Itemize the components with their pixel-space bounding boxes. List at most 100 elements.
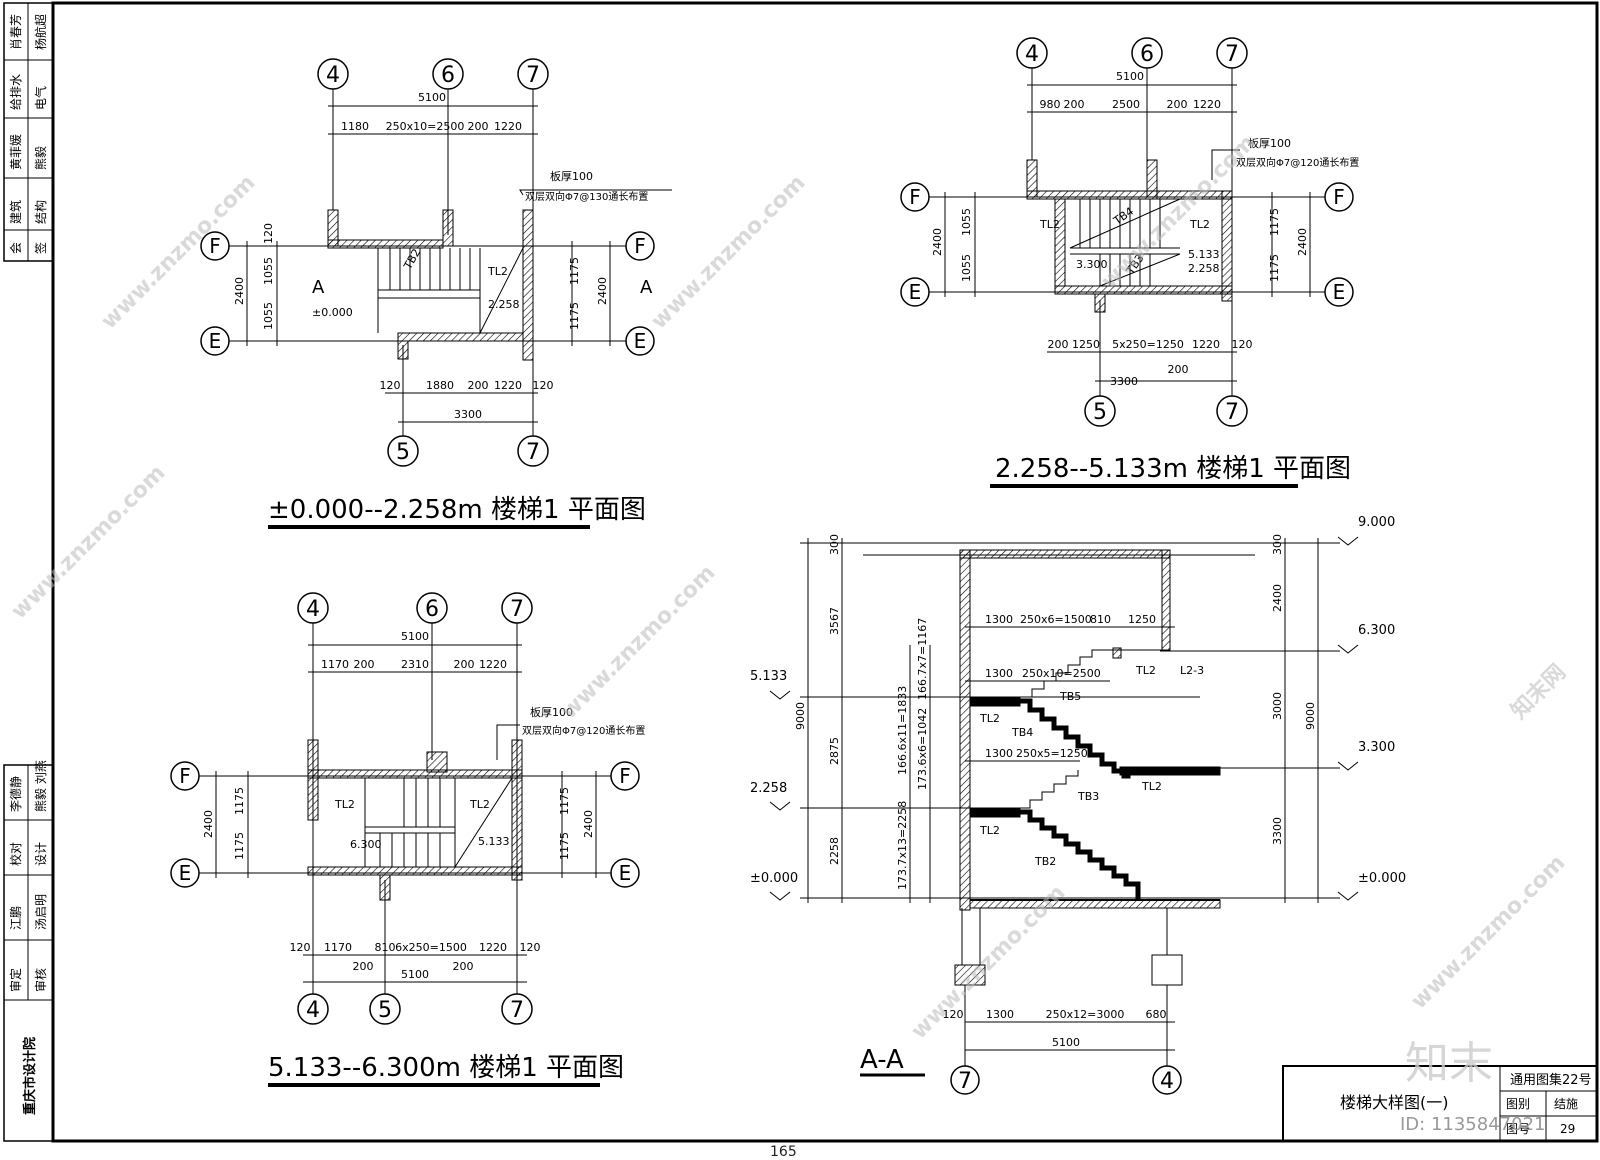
- svg-text:E: E: [1333, 280, 1346, 304]
- beam-label: TL2: [1135, 664, 1156, 677]
- dim: 120: [262, 223, 275, 244]
- dim: 9000: [1304, 702, 1317, 730]
- level-label: 6.300: [350, 838, 382, 851]
- plan-3: 4 6 7 4 5 7 F E F E: [170, 592, 645, 1087]
- dim: 200: [454, 658, 475, 671]
- dim-total: 5100: [401, 968, 429, 981]
- svg-text:7: 7: [1225, 42, 1239, 67]
- svg-text:F: F: [619, 764, 631, 788]
- dim: 1220: [1193, 98, 1221, 111]
- axis-bubble-5: 5: [1084, 395, 1116, 427]
- dim: 1220: [479, 658, 507, 671]
- sidebar-name: 江鹏: [9, 906, 23, 930]
- dim-total: 5100: [1116, 70, 1144, 83]
- slab-note: 板厚100: [550, 169, 593, 183]
- sidebar-name: 给排水: [9, 74, 23, 110]
- beam-label: TL2: [1189, 218, 1210, 231]
- sidebar-name: 建筑: [8, 200, 23, 224]
- dim: 3567: [828, 607, 841, 635]
- dim: 1175: [233, 787, 246, 815]
- dim: 120: [380, 379, 401, 392]
- dim: 200: [1048, 338, 1069, 351]
- dim: 1880: [426, 379, 454, 392]
- dim: 250x6=1500: [1020, 613, 1092, 626]
- dim: 1250: [1128, 613, 1156, 626]
- svg-text:E: E: [619, 861, 632, 885]
- svg-text:7: 7: [526, 440, 540, 465]
- svg-text:4: 4: [306, 597, 320, 622]
- svg-text:E: E: [179, 861, 192, 885]
- svg-text:5: 5: [396, 440, 410, 465]
- dim: 1175: [558, 787, 571, 815]
- level-label: 3.300: [1358, 740, 1395, 755]
- rebar-note: 双层双向Φ7@120通长布置: [1236, 156, 1359, 169]
- plan-2: 4 6 7 5 7 F E F E: [900, 37, 1359, 488]
- axis-bubble-F: F: [900, 182, 930, 212]
- watermark: www.znzmo.com: [7, 460, 171, 624]
- dim: 1250: [1072, 338, 1100, 351]
- dim: 120: [290, 941, 311, 954]
- dim: 680: [1146, 1008, 1167, 1021]
- dim: 1175: [568, 302, 581, 330]
- dim: 200: [1168, 363, 1189, 376]
- dim: 1220: [479, 941, 507, 954]
- svg-text:5: 5: [1093, 400, 1107, 425]
- stair-label: TB3: [1077, 790, 1099, 803]
- dim: 810: [1090, 613, 1111, 626]
- axis-bubble-7: 7: [1216, 395, 1248, 427]
- level-label: 5.133: [1188, 248, 1220, 261]
- dim: 2400: [582, 810, 595, 838]
- level-label: 6.300: [1358, 623, 1395, 638]
- dim: 173.7x13=2258: [896, 801, 909, 890]
- axis-bubble-F: F: [1324, 182, 1354, 212]
- axis-bubble-E: E: [610, 858, 640, 888]
- axis-bubble-4: 4: [1152, 1065, 1182, 1095]
- drawing-category: 结施: [1554, 1097, 1578, 1111]
- level-label: 2.258: [488, 298, 520, 311]
- dim: 1300: [985, 747, 1013, 760]
- watermark: www.znzmo.com: [1407, 850, 1571, 1014]
- stair-treads: [377, 247, 524, 334]
- plan-1: 4 6 7 5 7 F E F E: [200, 58, 672, 529]
- dim: 6x250=1500: [395, 941, 467, 954]
- sidebar-name: 杨航超: [33, 14, 48, 50]
- dim: 300: [828, 534, 841, 555]
- slab-note: 板厚100: [530, 705, 573, 719]
- title-block: 楼梯大样图(一) 通用图集22号 图别 结施 图号 29: [1282, 1065, 1598, 1142]
- dim: 250x10=2500: [386, 120, 465, 133]
- dim: 1175: [233, 832, 246, 860]
- dim: 2500: [1112, 98, 1140, 111]
- sheet-border: [51, 1, 1599, 1143]
- sidebar-name: 结构: [33, 200, 48, 224]
- level-label: ±0.000: [1358, 871, 1406, 886]
- axis-bubble-4: 4: [297, 592, 329, 624]
- dim: 120: [943, 1008, 964, 1021]
- sidebar-name: 李德静: [8, 776, 23, 812]
- dim: 1175: [558, 832, 571, 860]
- plan-title: ±0.000--2.258m 楼梯1 平面图: [268, 495, 646, 525]
- dim: 1300: [985, 613, 1013, 626]
- level-label: 2.258: [750, 781, 787, 796]
- svg-text:E: E: [634, 329, 647, 353]
- dim: 250x12=3000: [1046, 1008, 1125, 1021]
- page-number: 165: [770, 1144, 797, 1160]
- level-label: ±0.000: [312, 306, 353, 319]
- svg-text:F: F: [634, 234, 646, 258]
- label-number: 图号: [1506, 1122, 1530, 1136]
- axis-bubble-6: 6: [432, 58, 464, 90]
- axis-bubble-4: 4: [317, 58, 349, 90]
- dim: 2310: [401, 658, 429, 671]
- dim: 1180: [341, 120, 369, 133]
- slab-note: 板厚100: [1248, 136, 1291, 150]
- dim: 166.6x11=1833: [896, 686, 909, 775]
- stair-flight-tb2: [1020, 809, 1141, 900]
- svg-text:F: F: [179, 764, 191, 788]
- dim: 1055: [960, 208, 973, 236]
- dim: 200: [468, 120, 489, 133]
- svg-text:5: 5: [378, 998, 392, 1023]
- svg-text:F: F: [1333, 185, 1345, 209]
- stair-label: TB2: [1034, 855, 1056, 868]
- dim: 1055: [960, 254, 973, 282]
- svg-text:7: 7: [526, 63, 540, 88]
- dim: 120: [1232, 338, 1253, 351]
